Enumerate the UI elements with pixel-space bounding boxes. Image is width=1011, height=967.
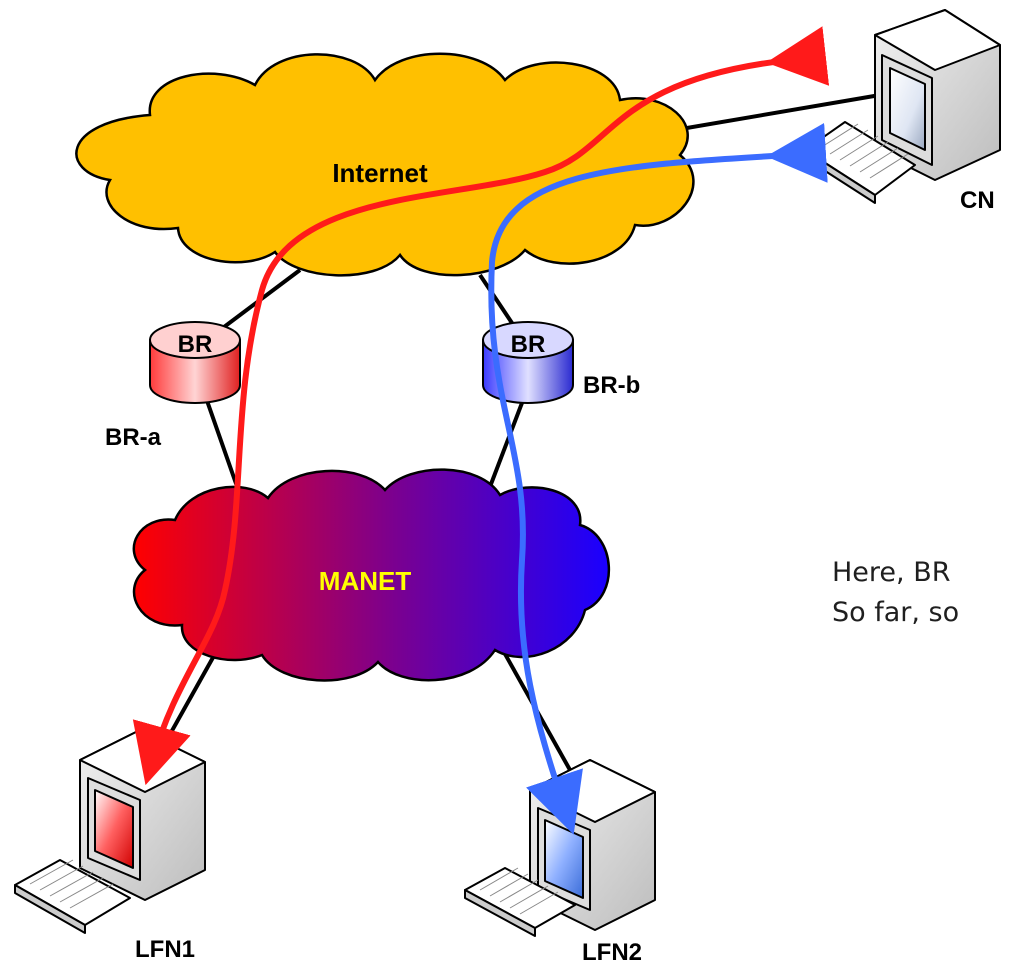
cn-label: CN [960, 187, 995, 214]
internet-cloud: Internet [75, 52, 695, 277]
br-b-label: BR-b [583, 372, 640, 399]
lfn1-label: LFN1 [135, 936, 195, 963]
internet-label: Internet [332, 158, 428, 188]
link-br-a-manet [203, 394, 242, 496]
br-b-badge: BR [511, 331, 546, 358]
note-line-2: So far, so [832, 597, 960, 628]
lfn2-label: LFN2 [582, 939, 642, 966]
lfn2-keyboard-icon [464, 867, 576, 937]
br-a-label: BR-a [105, 424, 162, 451]
lfn1-keyboard-icon [14, 859, 131, 934]
manet-cloud: MANET [132, 468, 610, 682]
note-line-1: Here, BR [832, 557, 951, 588]
lfn1-computer-icon [14, 729, 206, 934]
cn-computer-icon [804, 9, 1001, 204]
br-a-badge: BR [178, 331, 213, 358]
br-a-router: BR [149, 321, 241, 404]
manet-label: MANET [319, 566, 412, 596]
blue-traffic-path [488, 122, 828, 835]
